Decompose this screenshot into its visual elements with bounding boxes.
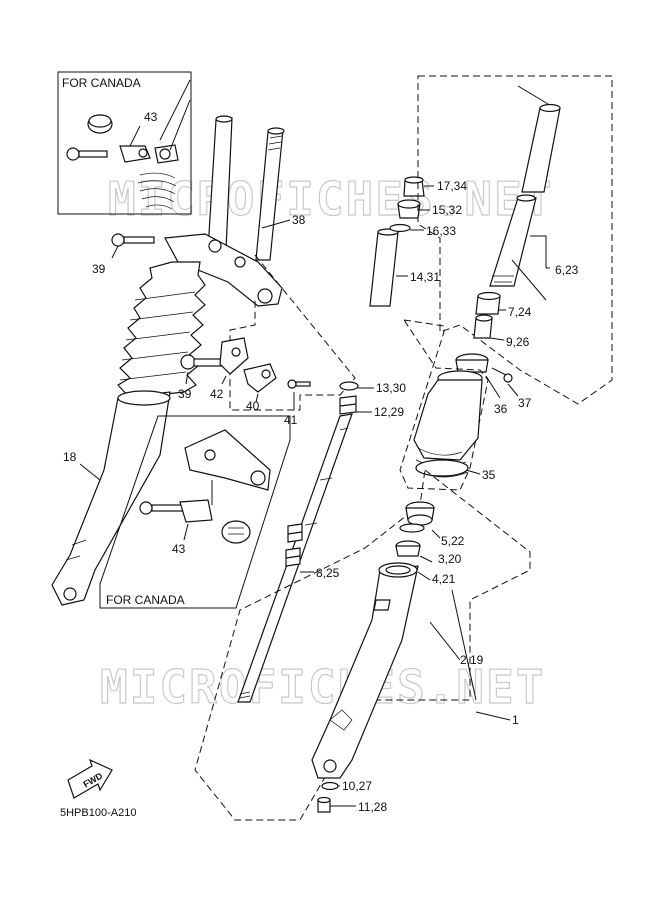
fwd-arrow-icon: FWD bbox=[67, 758, 113, 799]
callout-36: 36 bbox=[494, 402, 508, 416]
callout-37: 37 bbox=[518, 396, 532, 410]
top-cap-parts: 17,34 15,32 16,33 bbox=[389, 176, 467, 238]
callout-11-28: 11,28 bbox=[358, 800, 387, 814]
outline-right-bottom bbox=[194, 469, 531, 821]
callout-12-29: 12,29 bbox=[374, 405, 404, 419]
callout-39-top: 39 bbox=[92, 262, 106, 276]
callout-17-34: 17,34 bbox=[437, 179, 467, 193]
callout-42: 42 bbox=[210, 387, 224, 401]
callout-38: 38 bbox=[292, 213, 306, 227]
callout-7-24: 7,24 bbox=[508, 305, 532, 319]
bushing-9-26: 9,26 bbox=[473, 314, 530, 349]
callout-3-20: 3,20 bbox=[438, 552, 462, 566]
callout-4-21: 4,21 bbox=[432, 572, 456, 586]
clamp-36-37: 37 36 bbox=[455, 353, 532, 416]
callout-1: 1 bbox=[512, 713, 519, 727]
callout-39-mid: 39 bbox=[178, 387, 192, 401]
callout-2-19: 2,19 bbox=[460, 653, 484, 667]
callout-40: 40 bbox=[246, 399, 260, 413]
callout-8-25: 8,25 bbox=[316, 566, 340, 580]
callout-9-26: 9,26 bbox=[506, 335, 530, 349]
callout-35: 35 bbox=[482, 468, 496, 482]
callout-41: 41 bbox=[284, 413, 298, 427]
oil-seal-parts: 5,22 3,20 4,21 bbox=[395, 501, 465, 586]
callout-15-32: 15,32 bbox=[432, 203, 462, 217]
bolt-39-top: 39 bbox=[92, 233, 155, 276]
callout-14-31: 14,31 bbox=[410, 270, 440, 284]
callout-18: 18 bbox=[63, 450, 77, 464]
callout-13-30: 13,30 bbox=[376, 381, 406, 395]
outline-right-top bbox=[417, 75, 613, 405]
callout-6-23: 6,23 bbox=[555, 263, 579, 277]
watermark-top: MICROFICHES.NET bbox=[108, 172, 553, 226]
callout-43-bottom: 43 bbox=[172, 542, 186, 556]
callout-10-27: 10,27 bbox=[342, 779, 372, 793]
center-rod-parts: 13,30 12,29 8,25 bbox=[237, 381, 406, 703]
callout-5-22: 5,22 bbox=[441, 534, 465, 548]
bushing-7-24: 7,24 bbox=[475, 291, 532, 319]
canada-box-bottom: FOR CANADA 43 bbox=[99, 415, 291, 609]
clamp-parts: 39 42 40 41 bbox=[178, 337, 311, 427]
canada-box-bottom-title: FOR CANADA bbox=[106, 593, 185, 607]
drain-bolt-parts: 10,27 11,28 bbox=[317, 779, 387, 814]
tube-14-31: 14,31 bbox=[369, 228, 440, 307]
callout-43-top: 43 bbox=[144, 110, 158, 124]
drawing-code: 5HPB100-A210 bbox=[60, 807, 136, 819]
canada-box-top: FOR CANADA 43 bbox=[57, 71, 192, 215]
inner-tube-6-23: 6,23 bbox=[489, 85, 579, 301]
outer-tube-2-19: 2,19 1 bbox=[311, 562, 519, 779]
canada-box-top-title: FOR CANADA bbox=[62, 76, 141, 90]
watermark-bottom: MICROFICHES.NET bbox=[100, 660, 545, 714]
callout-16-33: 16,33 bbox=[426, 224, 456, 238]
boot-35: 35 bbox=[399, 319, 496, 491]
